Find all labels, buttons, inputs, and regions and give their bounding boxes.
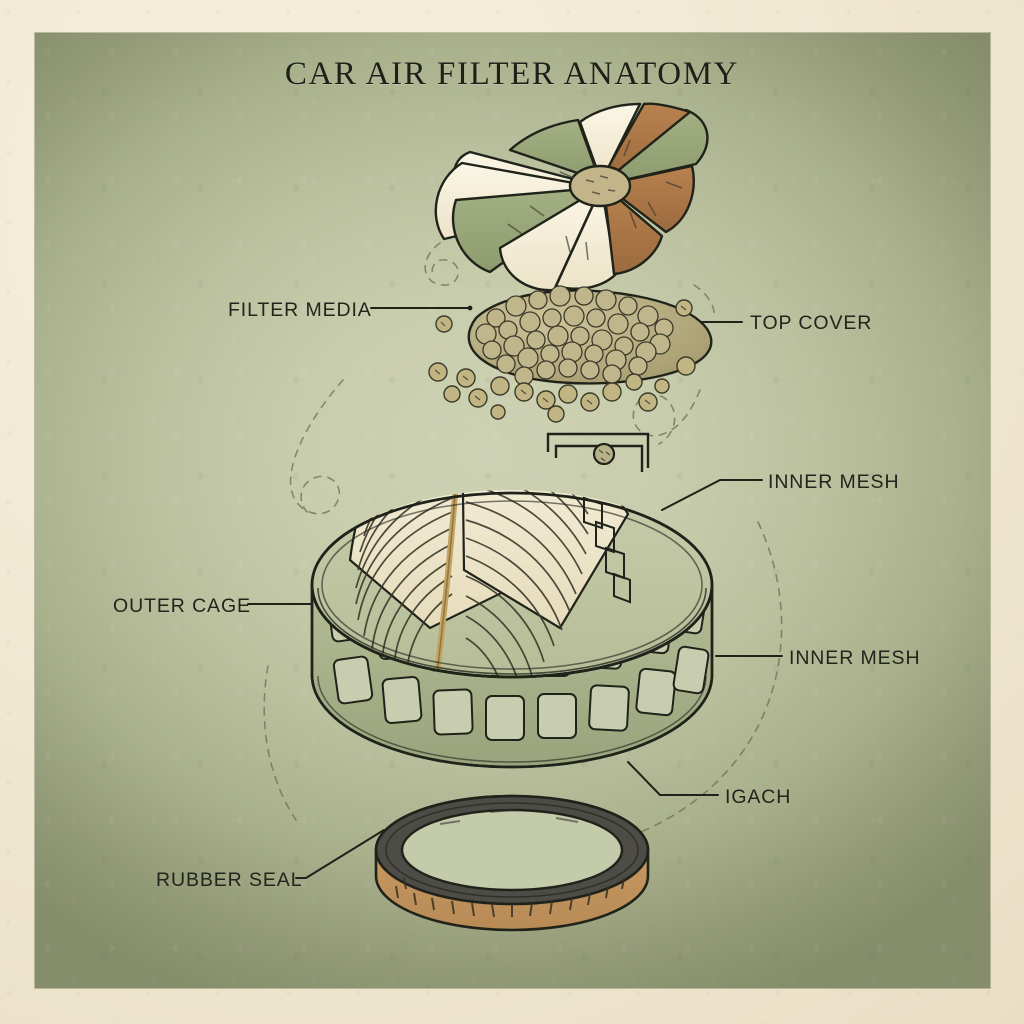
label-inner-mesh-lower: INNER MESH — [789, 647, 921, 669]
label-outer-cage: OUTER CAGE — [113, 595, 251, 617]
page-title: CAR AIR FILTER ANATOMY — [284, 56, 740, 92]
diagram-panel — [35, 33, 990, 988]
label-igach: IGACH — [725, 786, 792, 808]
panel-grain-texture — [35, 33, 990, 988]
label-top-cover: TOP COVER — [750, 312, 873, 334]
label-filter-media: FILTER MEDIA — [228, 299, 372, 321]
label-inner-mesh-upper: INNER MESH — [768, 471, 900, 493]
label-rubber-seal: RUBBER SEAL — [156, 869, 303, 891]
